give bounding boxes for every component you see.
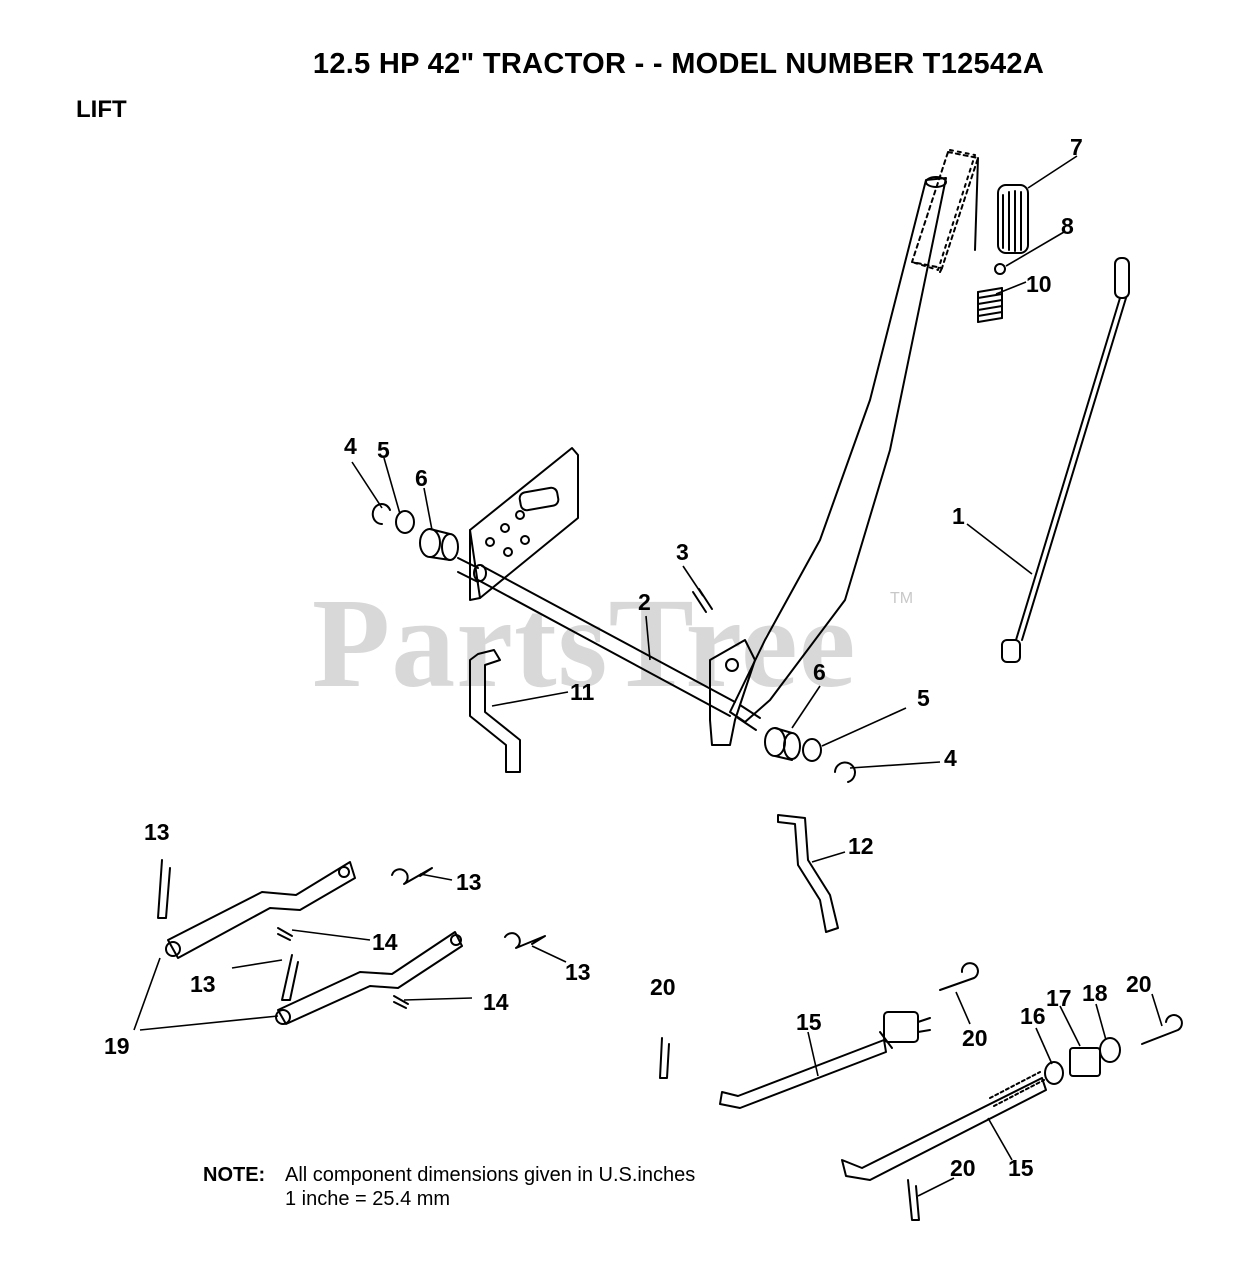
ring-part-4-left (371, 503, 391, 526)
link-part-12 (777, 814, 839, 933)
callout-13-d: 13 (565, 959, 591, 985)
knob-part-7 (997, 184, 1029, 254)
rod-part-15-upper (719, 1011, 931, 1109)
callout-17: 17 (1046, 985, 1072, 1011)
section-title: LIFT (76, 96, 127, 123)
ball-part-8 (994, 263, 1006, 275)
hairpin-part-13-d (504, 932, 546, 949)
ring-part-4-right (834, 761, 856, 783)
callout-11: 11 (570, 679, 595, 705)
page-title: 12.5 HP 42" TRACTOR - - MODEL NUMBER T12… (312, 48, 1045, 80)
callout-10: 10 (1026, 271, 1052, 297)
ferrule-part-18 (1099, 1037, 1121, 1063)
pin-part-3 (692, 588, 713, 613)
callout-5-right: 5 (917, 685, 930, 711)
bushing-part-6-left (419, 528, 459, 561)
partstree-watermark: PartsTree (312, 572, 857, 714)
bushing-part-6-right (764, 727, 801, 761)
hairpin-part-13-a (157, 859, 171, 919)
leader-lines (133, 155, 1163, 1197)
trademark-mark: TM (890, 590, 914, 607)
callout-15-lower: 15 (1008, 1155, 1034, 1181)
mounting-bracket (469, 447, 579, 601)
hairpin-part-20-c (1141, 1014, 1183, 1045)
link-plate-part-19-upper (165, 861, 356, 959)
lift-link-part-11 (469, 649, 521, 773)
callout-19: 19 (104, 1033, 130, 1059)
callout-6-right: 6 (813, 659, 826, 685)
dimension-note: NOTE: All component dimensions given in U… (203, 1163, 695, 1211)
callout-1: 1 (952, 503, 965, 529)
hairpin-part-13-c (281, 954, 299, 1001)
callout-8: 8 (1061, 213, 1074, 239)
note-line-1: All component dimensions given in U.S.in… (285, 1164, 696, 1186)
callout-5-left: 5 (377, 437, 390, 463)
callout-3: 3 (676, 539, 689, 565)
hairpin-part-20-a (659, 1037, 670, 1079)
callout-20-c: 20 (1126, 971, 1152, 997)
callout-16: 16 (1020, 1003, 1046, 1029)
handle-grip-outline (911, 151, 979, 269)
callout-4-right: 4 (944, 745, 957, 771)
clevis-pin-part-14-b (393, 995, 409, 1009)
callout-14-a: 14 (372, 929, 398, 955)
callout-20-a: 20 (650, 974, 676, 1000)
callout-12: 12 (848, 833, 874, 859)
callout-15-upper: 15 (796, 1009, 822, 1035)
hairpin-part-20-d (907, 1179, 920, 1221)
grip-tube (911, 149, 976, 271)
callout-20-d: 20 (950, 1155, 976, 1181)
callout-20-b: 20 (962, 1025, 988, 1051)
callout-14-b: 14 (483, 989, 509, 1015)
lift-rod-part-1 (1001, 257, 1130, 663)
rod-part-15-lower (841, 1071, 1047, 1181)
callout-13-c: 13 (190, 971, 216, 997)
callout-4-left: 4 (344, 433, 357, 459)
lever-bracket (709, 639, 756, 746)
washer-part-5-right (802, 738, 822, 762)
hairpin-part-20-b (939, 962, 979, 991)
link-plate-part-19-lower (275, 931, 463, 1025)
spring-part-10 (977, 287, 1003, 323)
callout-2: 2 (638, 589, 651, 615)
hairpin-part-13-b (391, 867, 433, 885)
block-part-17 (1069, 1047, 1101, 1077)
note-line-2: 1 inche = 25.4 mm (285, 1188, 451, 1210)
callout-7: 7 (1070, 134, 1083, 160)
callout-13-a: 13 (144, 819, 170, 845)
note-label: NOTE: (203, 1164, 266, 1186)
callout-6-left: 6 (415, 465, 428, 491)
cross-shaft-part-2 (457, 557, 736, 717)
callout-13-b: 13 (456, 869, 482, 895)
clevis-pin-part-14-a (277, 927, 293, 941)
callout-18: 18 (1082, 980, 1108, 1006)
nut-part-16 (1044, 1061, 1064, 1085)
washer-part-5-left (395, 510, 415, 534)
